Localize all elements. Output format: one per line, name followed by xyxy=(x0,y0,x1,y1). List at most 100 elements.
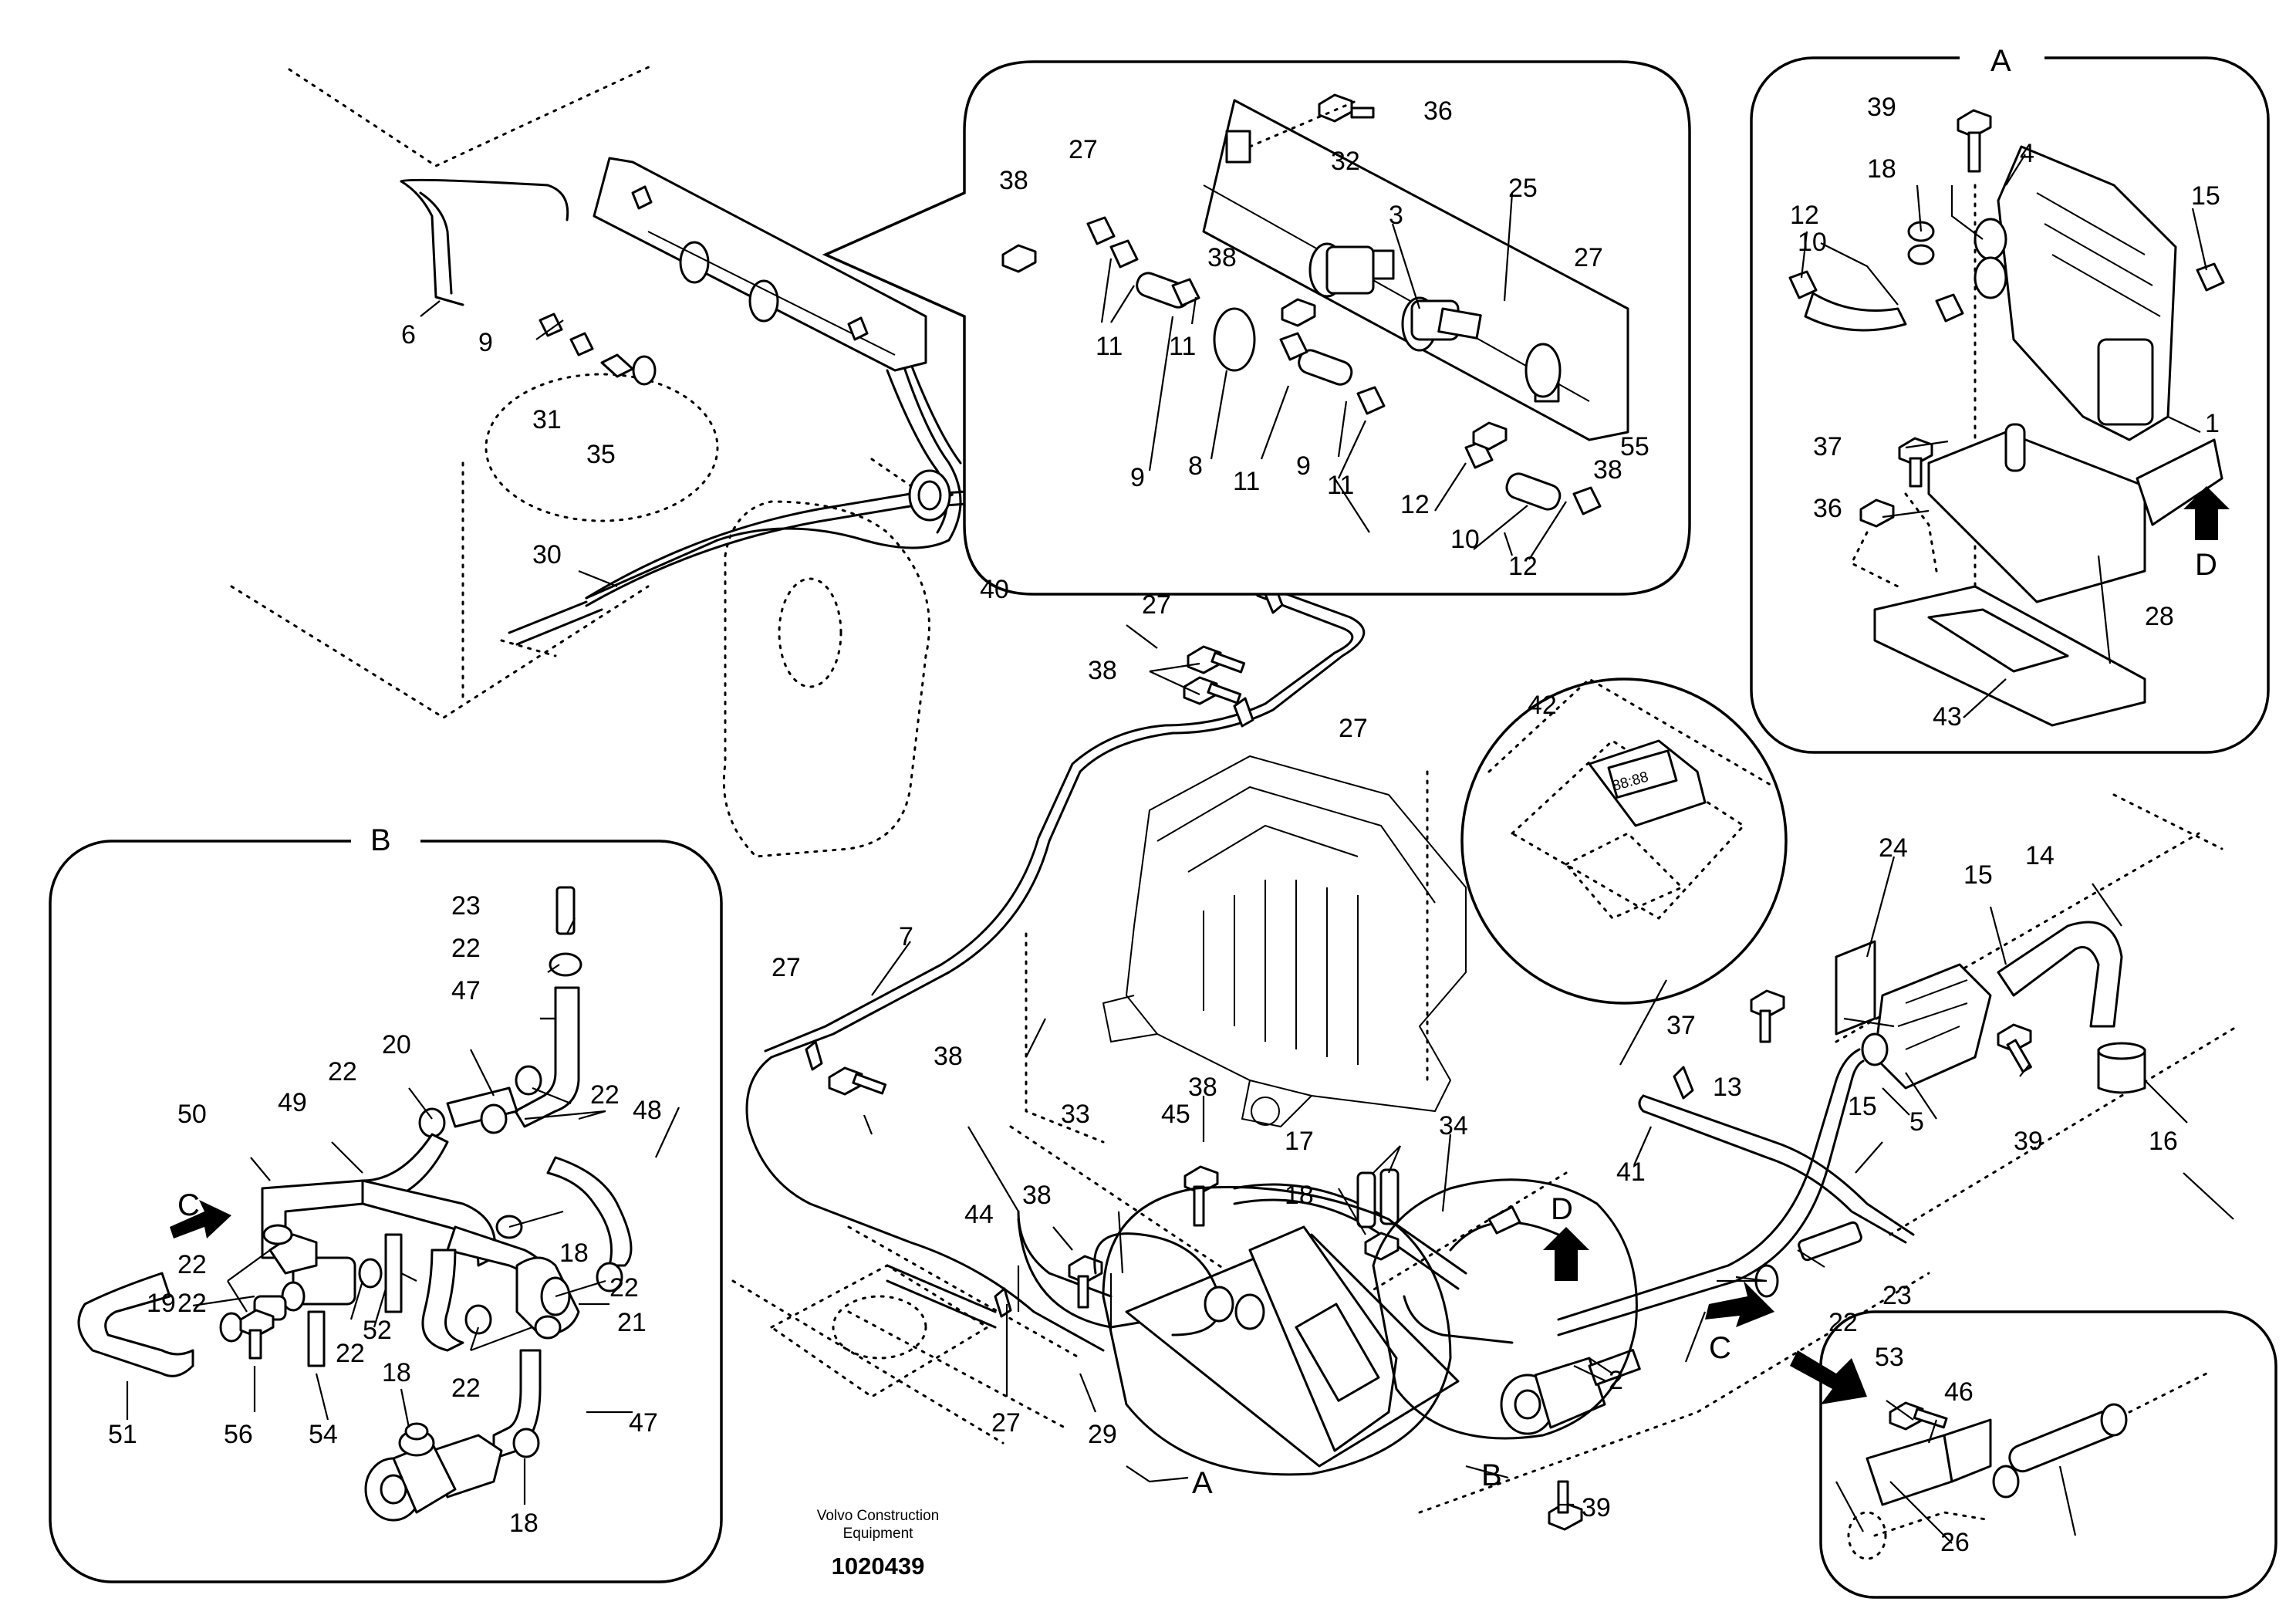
label-42: 42 xyxy=(1528,691,1557,720)
label-36a: 36 xyxy=(1423,96,1453,126)
label-39a: 39 xyxy=(1867,93,1896,122)
inset-valve-bank xyxy=(822,60,1691,596)
label-22e: 22 xyxy=(177,1289,207,1318)
label-30: 30 xyxy=(532,540,562,569)
label-5: 5 xyxy=(1909,1107,1924,1137)
label-9a: 9 xyxy=(478,328,493,357)
label-37a: 37 xyxy=(1813,432,1842,461)
label-20: 20 xyxy=(382,1030,411,1059)
label-11c: 11 xyxy=(1233,467,1260,496)
label-27d: 27 xyxy=(1339,714,1368,743)
label-38e: 38 xyxy=(934,1042,963,1071)
label-24: 24 xyxy=(1879,833,1908,863)
label-35: 35 xyxy=(586,440,616,469)
label-48: 48 xyxy=(633,1096,662,1125)
detail-b-callout: B xyxy=(1481,1458,1502,1492)
label-50: 50 xyxy=(177,1100,207,1129)
label-22a: 22 xyxy=(451,934,481,963)
label-51: 51 xyxy=(108,1420,137,1449)
label-39c: 39 xyxy=(1582,1493,1611,1522)
leader-lines xyxy=(126,154,2234,1544)
detail-a-title: A xyxy=(1990,44,2011,78)
label-19: 19 xyxy=(147,1289,176,1318)
label-27a: 27 xyxy=(1069,135,1098,164)
label-28: 28 xyxy=(2145,602,2174,631)
label-18e: 18 xyxy=(509,1509,539,1538)
detail-circles-main xyxy=(1102,1178,1638,1476)
label-54: 54 xyxy=(309,1420,338,1449)
label-53: 53 xyxy=(1875,1343,1904,1372)
label-15a: 15 xyxy=(2191,181,2220,211)
label-22c: 22 xyxy=(590,1080,620,1110)
label-9b: 9 xyxy=(1130,463,1145,492)
label-9c: 9 xyxy=(1296,451,1311,481)
label-11a: 11 xyxy=(1096,332,1123,361)
label-10b: 10 xyxy=(1798,228,1827,257)
label-22g: 22 xyxy=(336,1339,365,1368)
label-45: 45 xyxy=(1161,1100,1190,1129)
label-18c: 18 xyxy=(559,1238,589,1268)
label-3: 3 xyxy=(1389,201,1403,230)
label-27f: 27 xyxy=(991,1408,1021,1438)
label-22-main: 22 xyxy=(1828,1308,1858,1337)
catalog-footer: Volvo Construction Equipment 1020439 xyxy=(817,1508,939,1580)
label-38c: 38 xyxy=(1593,455,1622,485)
label-38f: 38 xyxy=(1188,1073,1217,1102)
label-21: 21 xyxy=(617,1308,647,1337)
view-d-main: D xyxy=(1551,1192,1573,1226)
control-module-5 xyxy=(1835,940,1992,1090)
label-44: 44 xyxy=(964,1200,994,1229)
label-27e: 27 xyxy=(772,953,801,982)
view-arrows xyxy=(170,486,2230,1404)
signature-line-1: Volvo Construction xyxy=(817,1508,939,1524)
label-22b: 22 xyxy=(328,1057,357,1086)
label-49: 49 xyxy=(278,1088,307,1117)
label-55: 55 xyxy=(1620,432,1649,461)
label-26: 26 xyxy=(1940,1528,1970,1557)
signature-line-2: Equipment xyxy=(843,1526,914,1542)
label-37b: 37 xyxy=(1666,1011,1696,1040)
label-32: 32 xyxy=(1331,147,1360,176)
label-18a: 18 xyxy=(1867,154,1896,184)
label-47b: 47 xyxy=(629,1408,658,1438)
label-33: 33 xyxy=(1061,1100,1090,1129)
part-labels: 1 2 3 4 5 6 7 8 9 9 9 10 10 11 11 11 11 … xyxy=(108,93,2220,1557)
label-17: 17 xyxy=(1285,1127,1314,1156)
inset-detail-b xyxy=(49,830,723,1583)
label-46: 46 xyxy=(1944,1377,1974,1407)
label-11b: 11 xyxy=(1169,332,1196,361)
engine-block xyxy=(1102,755,1467,1128)
label-7: 7 xyxy=(899,922,913,951)
label-10a: 10 xyxy=(1450,525,1480,554)
label-47a: 47 xyxy=(451,976,481,1005)
label-4: 4 xyxy=(2020,139,2034,168)
label-34: 34 xyxy=(1439,1111,1468,1140)
label-29: 29 xyxy=(1088,1420,1117,1449)
label-12c: 12 xyxy=(1790,201,1819,230)
label-56: 56 xyxy=(224,1420,253,1449)
label-31: 31 xyxy=(532,405,562,434)
label-15c: 15 xyxy=(1848,1092,1877,1121)
label-6: 6 xyxy=(401,320,416,350)
label-11d: 11 xyxy=(1327,471,1354,500)
inset-detail-a xyxy=(1750,46,2270,754)
detail-letters: A B C D A B C D xyxy=(177,44,2217,1500)
label-22h: 22 xyxy=(451,1374,481,1403)
label-12a: 12 xyxy=(1400,490,1430,519)
label-22d: 22 xyxy=(177,1250,207,1279)
label-38g: 38 xyxy=(1022,1181,1052,1210)
label-23a: 23 xyxy=(451,891,481,921)
detail-circle-display xyxy=(1460,678,1788,1005)
hose-14-16 xyxy=(1997,921,2146,1094)
label-52: 52 xyxy=(363,1316,392,1345)
label-38b: 38 xyxy=(1207,243,1237,272)
label-18b: 18 xyxy=(1285,1181,1314,1210)
label-38d: 38 xyxy=(1088,656,1117,685)
label-43: 43 xyxy=(1933,702,1962,732)
label-27c: 27 xyxy=(1142,590,1171,620)
view-d-inset: D xyxy=(2195,548,2217,582)
view-c-main: C xyxy=(1709,1331,1731,1365)
label-16: 16 xyxy=(2149,1127,2178,1156)
label-2: 2 xyxy=(1609,1366,1623,1395)
